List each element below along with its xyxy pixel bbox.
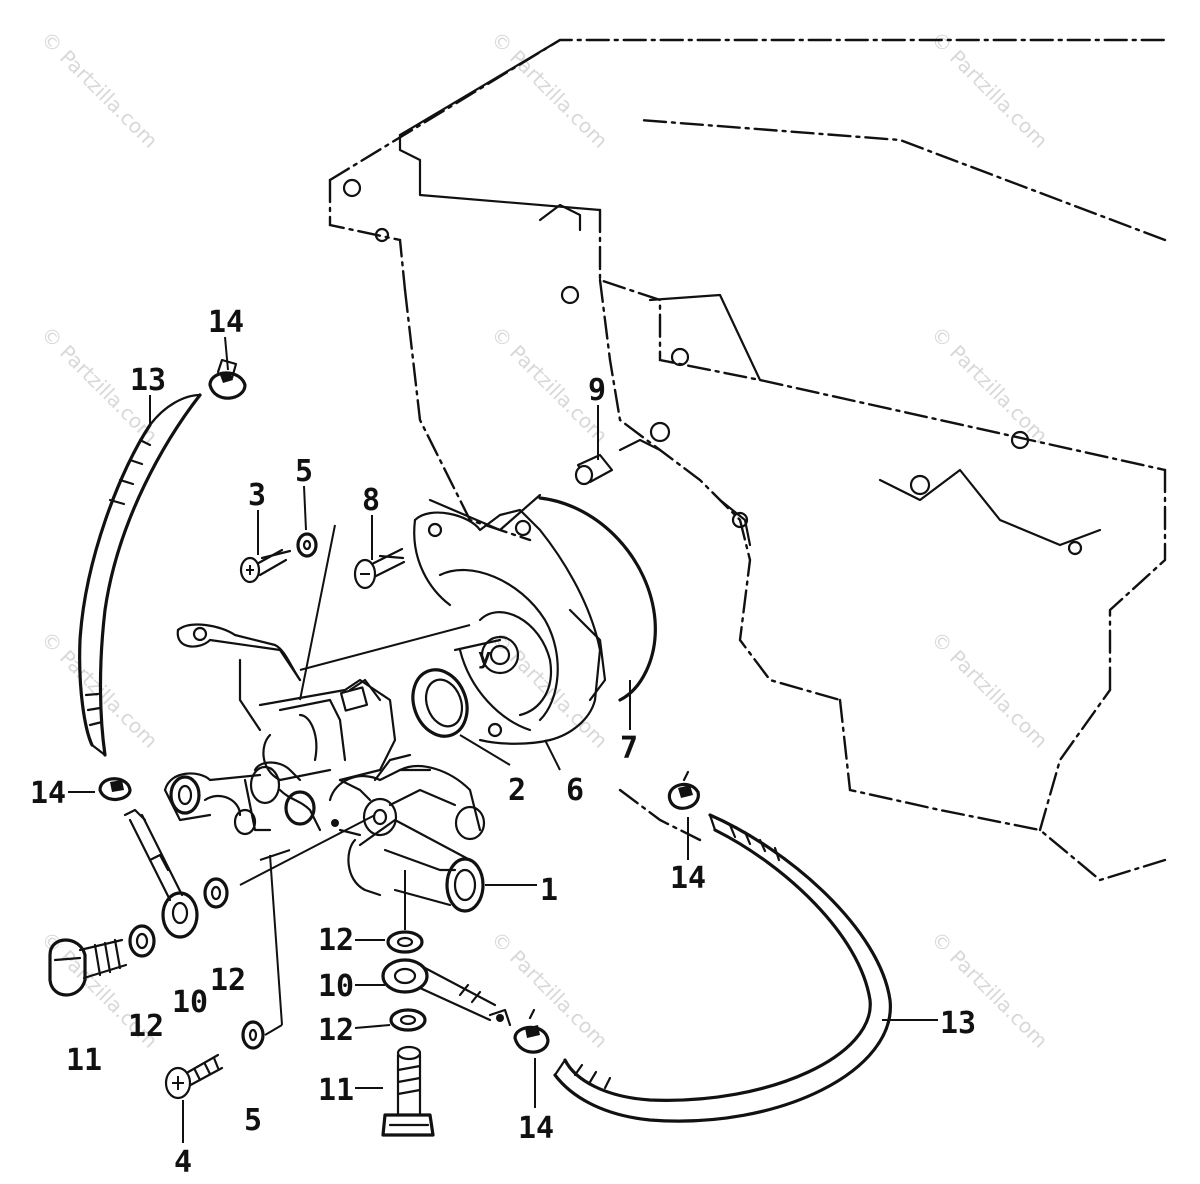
callout-14-right: 14 — [670, 861, 706, 896]
screw-4 — [164, 1053, 224, 1100]
callout-13-right: 13 — [940, 1006, 976, 1041]
callout-2: 2 — [508, 773, 526, 808]
screw-3 — [239, 548, 292, 584]
callout-4: 4 — [174, 1145, 192, 1180]
callout-7: 7 — [620, 731, 638, 766]
pump-body — [163, 623, 486, 913]
callout-10-right: 10 — [318, 969, 354, 1004]
washer-5-top — [296, 532, 318, 558]
callout-9: 9 — [588, 373, 606, 408]
callout-12-mid: 12 — [210, 963, 246, 998]
banjo-10-left — [123, 808, 199, 939]
washer-12-mid — [203, 877, 229, 909]
screw-8 — [353, 547, 406, 590]
callout-11-right: 11 — [318, 1073, 354, 1108]
clamp-14-top — [208, 358, 247, 400]
callout-labels: 1 2 3 4 5 5 6 7 8 9 10 10 11 11 12 12 12… — [30, 305, 976, 1180]
watermark: © Partzilla.com — [486, 627, 612, 753]
callout-12-left: 12 — [128, 1009, 164, 1044]
washer-5-bottom — [241, 1020, 265, 1050]
hose-13-right — [553, 813, 892, 1123]
watermark: © Partzilla.com — [926, 627, 1052, 753]
bolt-11-left — [48, 938, 128, 997]
callout-12-right-bottom: 12 — [318, 1013, 354, 1048]
o-ring — [411, 668, 469, 738]
watermark: © Partzilla.com — [926, 322, 1052, 448]
callout-14-top: 14 — [208, 305, 244, 340]
callout-6: 6 — [566, 773, 584, 808]
washer-12-right-bottom — [389, 1008, 427, 1032]
callout-12-right-top: 12 — [318, 923, 354, 958]
banjo-10-right — [381, 958, 512, 1027]
engine-case-outline — [328, 38, 1167, 882]
watermark: © Partzilla.com — [486, 927, 612, 1053]
callout-14-bottom: 14 — [518, 1111, 554, 1146]
callout-5-bottom: 5 — [244, 1103, 262, 1138]
marker-y: y — [478, 645, 491, 670]
callout-14-left: 14 — [30, 776, 66, 811]
watermark: © Partzilla.com — [926, 27, 1052, 153]
leader-lines — [68, 336, 938, 1143]
callout-5-top: 5 — [295, 454, 313, 489]
watermark: © Partzilla.com — [36, 27, 162, 153]
alignment-lines — [239, 524, 471, 1036]
bolt-11-right — [381, 1045, 435, 1137]
callout-10-left: 10 — [172, 985, 208, 1020]
hose-13-left — [78, 393, 202, 757]
collar-9 — [574, 453, 614, 486]
callout-8: 8 — [362, 483, 380, 518]
clamp-14-right — [667, 770, 700, 810]
washer-12-left — [128, 924, 156, 958]
washer-12-right-top — [386, 930, 424, 954]
callout-11-left: 11 — [66, 1043, 102, 1078]
callout-13-left: 13 — [130, 363, 166, 398]
oil-pump-housing: y — [413, 496, 657, 745]
callout-3: 3 — [248, 478, 266, 513]
callout-1: 1 — [540, 873, 558, 908]
clamp-14-bottom — [513, 1008, 550, 1054]
clamp-14-left — [98, 777, 132, 801]
